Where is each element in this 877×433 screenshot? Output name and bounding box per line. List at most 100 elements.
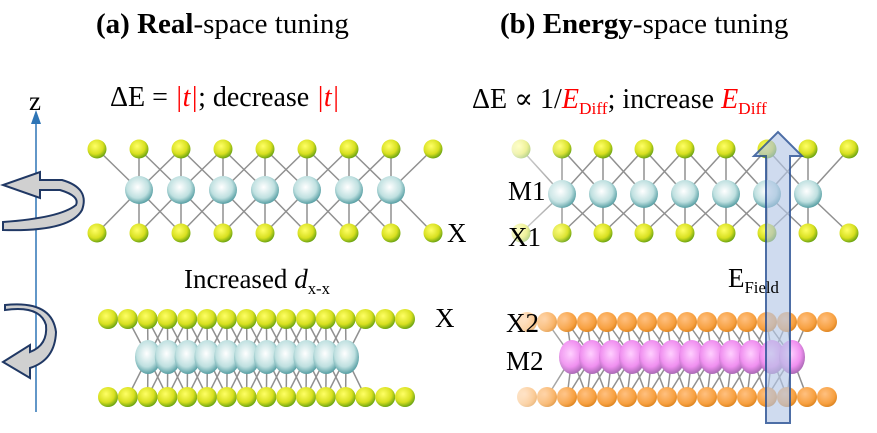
panel-a-bottom-layer-x-atom bbox=[395, 387, 415, 407]
label-x-top: X bbox=[447, 218, 467, 248]
panel-b-bottom-layer-metal-atom bbox=[659, 340, 685, 374]
panel-a-bottom-layer-x-atom bbox=[335, 387, 356, 407]
panel-a-top-layer-x-atom bbox=[423, 223, 443, 243]
panel-b-top-layer-x-atom bbox=[634, 139, 654, 159]
panel-b-bottom-layer-x-atom bbox=[637, 312, 657, 332]
panel-a-bottom-layer-x-atom bbox=[296, 387, 316, 407]
panel-a-bottom-layer-x-atom bbox=[276, 387, 297, 407]
panel-a-top-layer-x-atom bbox=[129, 139, 149, 159]
label-m2: M2 bbox=[506, 346, 544, 376]
panel-b-top-layer-x-atom bbox=[839, 223, 859, 243]
panel-a-top-layer-metal-atom bbox=[167, 176, 195, 204]
panel-b-equation: ΔE ∝ 1/EDiff; increase EDiff bbox=[472, 84, 767, 119]
panel-b-bottom-layer-x-atom bbox=[817, 387, 837, 407]
panel-b-bottom-layer-x-atom bbox=[577, 312, 597, 332]
panel-a-bottom-layer-metal-atom bbox=[135, 340, 161, 374]
panel-b-bottom-layer-x-atom bbox=[817, 312, 837, 332]
panel-a-bottom-layer-x-atom bbox=[395, 309, 415, 329]
panel-b-top-layer-x-atom bbox=[593, 223, 613, 243]
label-x2: X2 bbox=[506, 308, 539, 338]
panel-b-top-layer-metal-atom bbox=[794, 180, 822, 208]
panel-a-bottom-layer-x-atom bbox=[216, 387, 237, 407]
panel-b-bottom-layer-metal-atom bbox=[699, 340, 725, 374]
panel-a-bottom-layer-metal-atom bbox=[293, 340, 320, 374]
panel-a-bottom-layer-x-atom bbox=[157, 387, 178, 407]
panel-b-bottom-layer-x-atom bbox=[597, 387, 617, 407]
z-axis-arrowhead-icon bbox=[31, 110, 41, 124]
panel-b-bottom-layer-x-atom bbox=[577, 387, 597, 407]
panel-a-top-layer-x-atom bbox=[255, 223, 275, 243]
panel-b-top-layer-x-atom bbox=[675, 139, 695, 159]
panel-a-top-layer-x-atom bbox=[381, 223, 401, 243]
panel-a-bottom-layer-x-atom bbox=[157, 309, 178, 329]
panel-a-bottom-layer-x-atom bbox=[117, 309, 138, 329]
panel-a-bottom-layer-x-atom bbox=[335, 309, 356, 329]
panel-b-bottom-layer-metal-atom bbox=[599, 340, 625, 374]
panel-b-bottom-layer-x-atom bbox=[657, 387, 677, 407]
panel-a-bottom-layer-x-atom bbox=[375, 309, 396, 329]
panel-a-top-layer-x-atom bbox=[171, 139, 191, 159]
panel-a-bottom-layer-metal-atom bbox=[273, 340, 300, 374]
panel-b-bottom-layer-x-atom bbox=[797, 312, 817, 332]
panel-b-top-layer-x-atom bbox=[716, 223, 736, 243]
panel-a-title: (a) Real-space tuning bbox=[96, 8, 349, 40]
panel-b-bottom-layer-x-atom bbox=[697, 387, 717, 407]
panel-a-bottom-layer-x-atom bbox=[256, 309, 277, 329]
panel-a-bottom-layer-x-atom bbox=[355, 387, 376, 407]
panel-a-bottom-layer-metal-atom bbox=[253, 340, 280, 374]
panel-b-top-layer-x-atom bbox=[798, 223, 818, 243]
panel-a-bottom-layer-x-atom bbox=[117, 387, 138, 407]
panel-a-equation: ΔE = |t|; decrease |t| bbox=[110, 82, 340, 113]
panel-b-bottom-layer-metal-atom bbox=[579, 340, 605, 374]
panel-b-bottom-layer-x-atom bbox=[597, 312, 617, 332]
panel-b-bottom-layer-x-atom bbox=[677, 312, 697, 332]
panel-a-bottom-layer-x-atom bbox=[276, 309, 297, 329]
panel-a-bottom-layer-x-atom bbox=[236, 387, 257, 407]
panel-b-bottom-layer-metal-atom bbox=[679, 340, 705, 374]
label-x-bottom: X bbox=[435, 303, 455, 333]
panel-b-bottom-layer-metal-atom bbox=[739, 340, 765, 374]
panel-a-bottom-layer-x-atom bbox=[177, 309, 198, 329]
panel-a-top-layer-x-atom bbox=[339, 139, 359, 159]
panel-a-bottom-layer-x-atom bbox=[315, 309, 336, 329]
panel-b-bottom-layer-x-atom bbox=[637, 387, 657, 407]
panel-a-bottom-layer-x-atom bbox=[177, 387, 198, 407]
panel-a-bottom-layer-x-atom bbox=[216, 309, 237, 329]
panel-b-bottom-layer-metal-atom bbox=[619, 340, 645, 374]
panel-a-bottom-layer-metal-atom bbox=[154, 340, 181, 374]
panel-b-top-layer-metal-atom bbox=[671, 180, 699, 208]
panel-a-bottom-layer-x-atom bbox=[355, 309, 376, 329]
panel-b-top-layer-metal-atom bbox=[712, 180, 740, 208]
panel-b-bottom-layer-x-atom bbox=[617, 312, 637, 332]
panel-a-bottom-layer-metal-atom bbox=[214, 340, 241, 374]
panel-a-top-layer-metal-atom bbox=[335, 176, 363, 204]
panel-a-bottom-layer-metal-atom bbox=[194, 340, 221, 374]
z-axis-label: z bbox=[29, 86, 41, 116]
panel-a-bottom-layer-x-atom bbox=[315, 387, 336, 407]
interlayer-distance-caption: Increased dx-x bbox=[184, 264, 330, 298]
panel-a-bottom-layer-x-atom bbox=[98, 387, 118, 407]
panel-b-bottom-layer-x-atom bbox=[697, 312, 717, 332]
panel-a-bottom-layer-metal-atom bbox=[333, 340, 359, 374]
panel-a-bottom-layer-x-atom bbox=[236, 309, 257, 329]
panel-a-top-layer-x-atom bbox=[381, 139, 401, 159]
panel-a-top-layer-x-atom bbox=[297, 223, 317, 243]
panel-a-bottom-layer-metal-atom bbox=[174, 340, 201, 374]
panel-a-top-layer-x-atom bbox=[87, 223, 107, 243]
panel-b-top-layer-metal-atom bbox=[589, 180, 617, 208]
panel-a-bottom-layer-x-atom bbox=[197, 309, 217, 329]
panel-a-top-layer-metal-atom bbox=[377, 176, 405, 204]
panel-a-bottom-layer-x-atom bbox=[197, 387, 217, 407]
panel-b-top-layer-metal-atom bbox=[630, 180, 658, 208]
panel-a-top-layer-x-atom bbox=[171, 223, 191, 243]
panel-a-top-layer-x-atom bbox=[129, 223, 149, 243]
panel-b-bottom-layer-x-atom bbox=[657, 312, 677, 332]
electric-field-arrow-icon bbox=[751, 130, 805, 424]
panel-a-bottom-layer-x-atom bbox=[296, 309, 316, 329]
panel-b-top-layer-x-atom bbox=[675, 223, 695, 243]
rotation-arrow-top-icon bbox=[0, 170, 85, 232]
panel-b-bottom-layer-x-atom bbox=[737, 312, 757, 332]
panel-a-bottom-layer-x-atom bbox=[375, 387, 396, 407]
panel-b-top-layer-x-atom bbox=[839, 139, 859, 159]
panel-a-top-layer-x-atom bbox=[297, 139, 317, 159]
